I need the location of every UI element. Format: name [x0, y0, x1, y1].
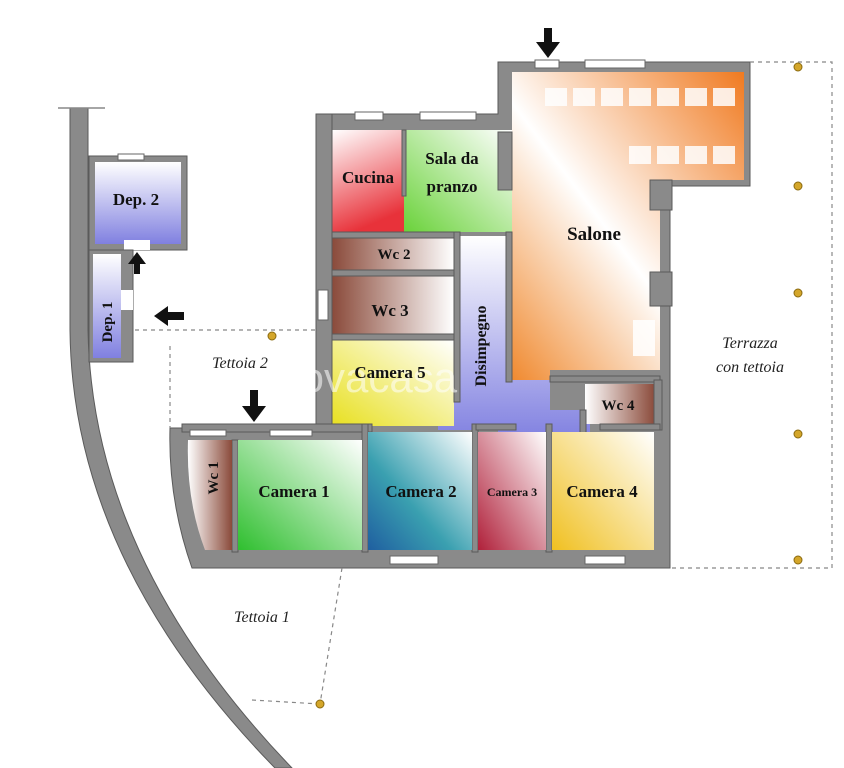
terrace-posts — [267, 62, 803, 709]
room-wc2 — [332, 238, 454, 270]
label-terrazza-line1: Terrazza — [722, 335, 777, 352]
room-dep1 — [88, 249, 134, 363]
room-cucina — [332, 111, 404, 232]
label-dep1: Dep. 1 — [100, 302, 116, 343]
label-tettoia2: Tettoia 2 — [212, 355, 268, 372]
label-wc2: Wc 2 — [378, 247, 411, 263]
room-camera4 — [552, 432, 654, 550]
label-camera4: Camera 4 — [566, 482, 638, 501]
up-arrow-icon — [128, 252, 146, 274]
label-sala-line1: Sala da — [425, 149, 479, 168]
room-sala-da-pranzo — [404, 111, 513, 232]
label-camera1: Camera 1 — [258, 482, 329, 501]
entrance-arrow-icon-2 — [242, 390, 266, 422]
label-wc3: Wc 3 — [371, 301, 408, 320]
label-dep2: Dep. 2 — [113, 190, 159, 209]
label-wc4: Wc 4 — [602, 398, 635, 414]
room-camera5 — [332, 340, 454, 426]
room-camera3 — [478, 432, 546, 550]
label-wc1: Wc 1 — [206, 462, 222, 495]
room-dep2 — [88, 153, 188, 251]
left-arrow-icon — [154, 306, 184, 326]
internal-walls — [181, 113, 663, 553]
entrance-arrow-icon — [536, 28, 560, 58]
room-disimpegno — [438, 236, 590, 442]
label-camera5: Camera 5 — [354, 363, 425, 382]
room-wc1 — [187, 440, 232, 550]
label-salone: Salone — [567, 224, 621, 245]
label-disimpegno: Disimpegno — [473, 306, 490, 387]
label-sala-line2: pranzo — [427, 177, 478, 196]
room-salone — [512, 59, 744, 380]
label-camera2: Camera 2 — [385, 482, 456, 501]
windows — [189, 289, 626, 565]
watermark: trovacasa — [275, 354, 458, 401]
entrance-arrows — [128, 28, 560, 422]
room-camera1 — [238, 440, 362, 550]
label-camera3: Camera 3 — [487, 485, 537, 499]
boundary-wall — [69, 107, 293, 768]
label-cucina: Cucina — [342, 168, 394, 187]
room-wc3 — [332, 276, 454, 334]
label-terrazza-line2: con tettoia — [716, 359, 784, 376]
dashed-outlines — [135, 61, 833, 705]
room-wc4 — [585, 384, 655, 424]
room-camera2 — [368, 432, 472, 550]
label-tettoia1: Tettoia 1 — [234, 609, 290, 626]
